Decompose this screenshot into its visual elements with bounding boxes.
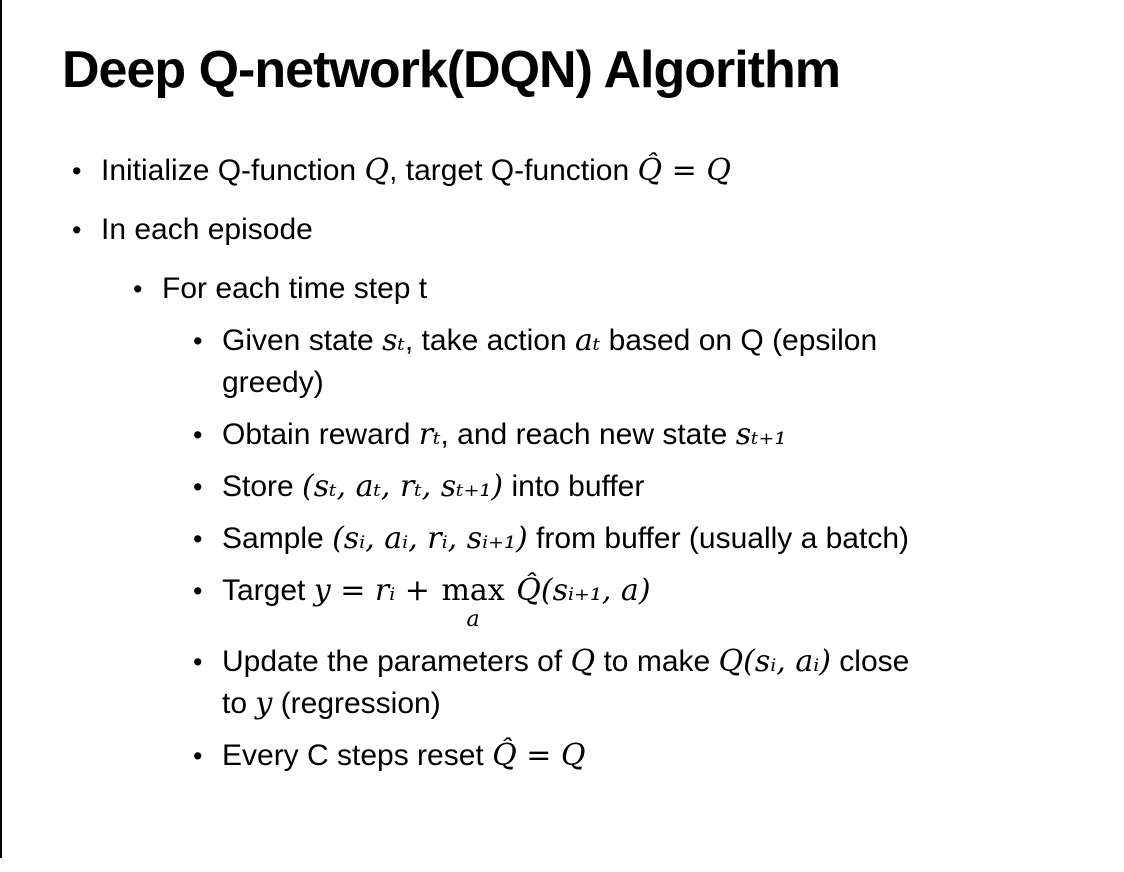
math-text: (sᵢ, aᵢ, rᵢ, sᵢ₊₁): [332, 521, 528, 556]
math-text: (sₜ, aₜ, rₜ, sₜ₊₁): [302, 469, 504, 504]
bullet-text: Update the parameters of Q to make Q(sᵢ,…: [222, 641, 1084, 725]
math-text: Q̂(sᵢ₊₁, a): [506, 573, 651, 608]
plain-text: close: [830, 645, 910, 678]
bullet-text: Obtain reward rₜ, and reach new state sₜ…: [222, 414, 1084, 456]
math-text: Q: [570, 644, 596, 679]
bullet-item: • Initialize Q-function Q, target Q-funct…: [72, 150, 1084, 192]
max-under-arg: a: [466, 607, 480, 632]
bullet-item: • Obtain reward rₜ, and reach new state s…: [193, 414, 1084, 456]
bullet-text: For each time step t: [162, 268, 1084, 310]
max-label: max: [441, 573, 505, 608]
bullet-marker: •: [72, 156, 82, 186]
bullet-text: Store (sₜ, aₜ, rₜ, sₜ₊₁) into buffer: [222, 466, 1084, 508]
bullet-marker: •: [193, 576, 203, 606]
bullet-list: •Initialize Q-function Q, target Q-funct…: [72, 150, 1084, 787]
bullet-text: Every C steps reset Q̂ = Q: [222, 735, 1084, 777]
slide-left-border: [0, 0, 2, 858]
plain-text: based on Q (epsilon: [600, 324, 878, 357]
math-text: rₜ: [418, 417, 441, 452]
bullet-marker: •: [193, 420, 203, 450]
bullet-item: • For each time step t: [133, 268, 1084, 310]
plain-text: Target: [222, 574, 314, 607]
bullet-item: • Update the parameters of Q to make Q(sᵢ…: [193, 641, 1084, 725]
plain-text: to make: [595, 645, 719, 678]
plain-text: Every C steps reset: [222, 739, 493, 772]
plain-text: (regression): [272, 687, 441, 720]
plain-text: Store: [222, 470, 303, 503]
plain-text: Initialize Q-function: [101, 154, 365, 187]
math-text: Q(sᵢ, aᵢ): [718, 644, 831, 679]
math-text: y = rᵢ +: [313, 573, 440, 608]
bullet-marker: •: [193, 472, 203, 502]
plain-text: Update the parameters of: [222, 645, 571, 678]
plain-text: to: [222, 687, 256, 720]
plain-text: , and reach new state: [440, 418, 736, 451]
math-text: sₜ₊₁: [735, 417, 787, 452]
plain-text: , target Q-function: [389, 154, 638, 187]
slide-title: Deep Q-network(DQN) Algorithm: [62, 41, 841, 99]
bullet-item: • Store (sₜ, aₜ, rₜ, sₜ₊₁) into buffer: [193, 466, 1084, 508]
bullet-marker: •: [193, 524, 203, 554]
math-text: Q̂ = Q: [637, 153, 731, 188]
plain-text: In each episode: [101, 213, 313, 246]
plain-text: Given state: [222, 324, 383, 357]
bullet-text: Initialize Q-function Q, target Q-functi…: [101, 150, 1084, 192]
bullet-text: Given state sₜ, take action aₜ based on …: [222, 320, 1084, 404]
bullet-marker: •: [193, 326, 203, 356]
bullet-marker: •: [72, 215, 82, 245]
bullet-marker: •: [193, 647, 203, 677]
bullet-marker: •: [133, 274, 143, 304]
math-text: y: [255, 686, 273, 721]
math-text: Q: [364, 153, 390, 188]
bullet-item: • In each episode: [72, 209, 1084, 251]
bullet-text: Sample (sᵢ, aᵢ, rᵢ, sᵢ₊₁) from buffer (u…: [222, 518, 1084, 560]
plain-text: Obtain reward: [222, 418, 419, 451]
math-text: aₜ: [574, 323, 601, 358]
plain-text: from buffer (usually a batch): [527, 522, 910, 555]
plain-text: Sample: [222, 522, 333, 555]
bullet-item: • Given state sₜ, take action aₜ based on…: [193, 320, 1084, 404]
bullet-marker: •: [193, 741, 203, 771]
plain-text: into buffer: [503, 470, 645, 503]
plain-text: , take action: [404, 324, 575, 357]
math-text: Q̂ = Q: [492, 738, 586, 773]
bullet-item: • Every C steps reset Q̂ = Q: [193, 735, 1084, 777]
plain-text: For each time step t: [162, 272, 428, 305]
math-text: sₜ: [382, 323, 405, 358]
bullet-text: In each episode: [101, 209, 1084, 251]
bullet-item: • Sample (sᵢ, aᵢ, rᵢ, sᵢ₊₁) from buffer (…: [193, 518, 1084, 560]
plain-text: greedy): [222, 366, 324, 399]
